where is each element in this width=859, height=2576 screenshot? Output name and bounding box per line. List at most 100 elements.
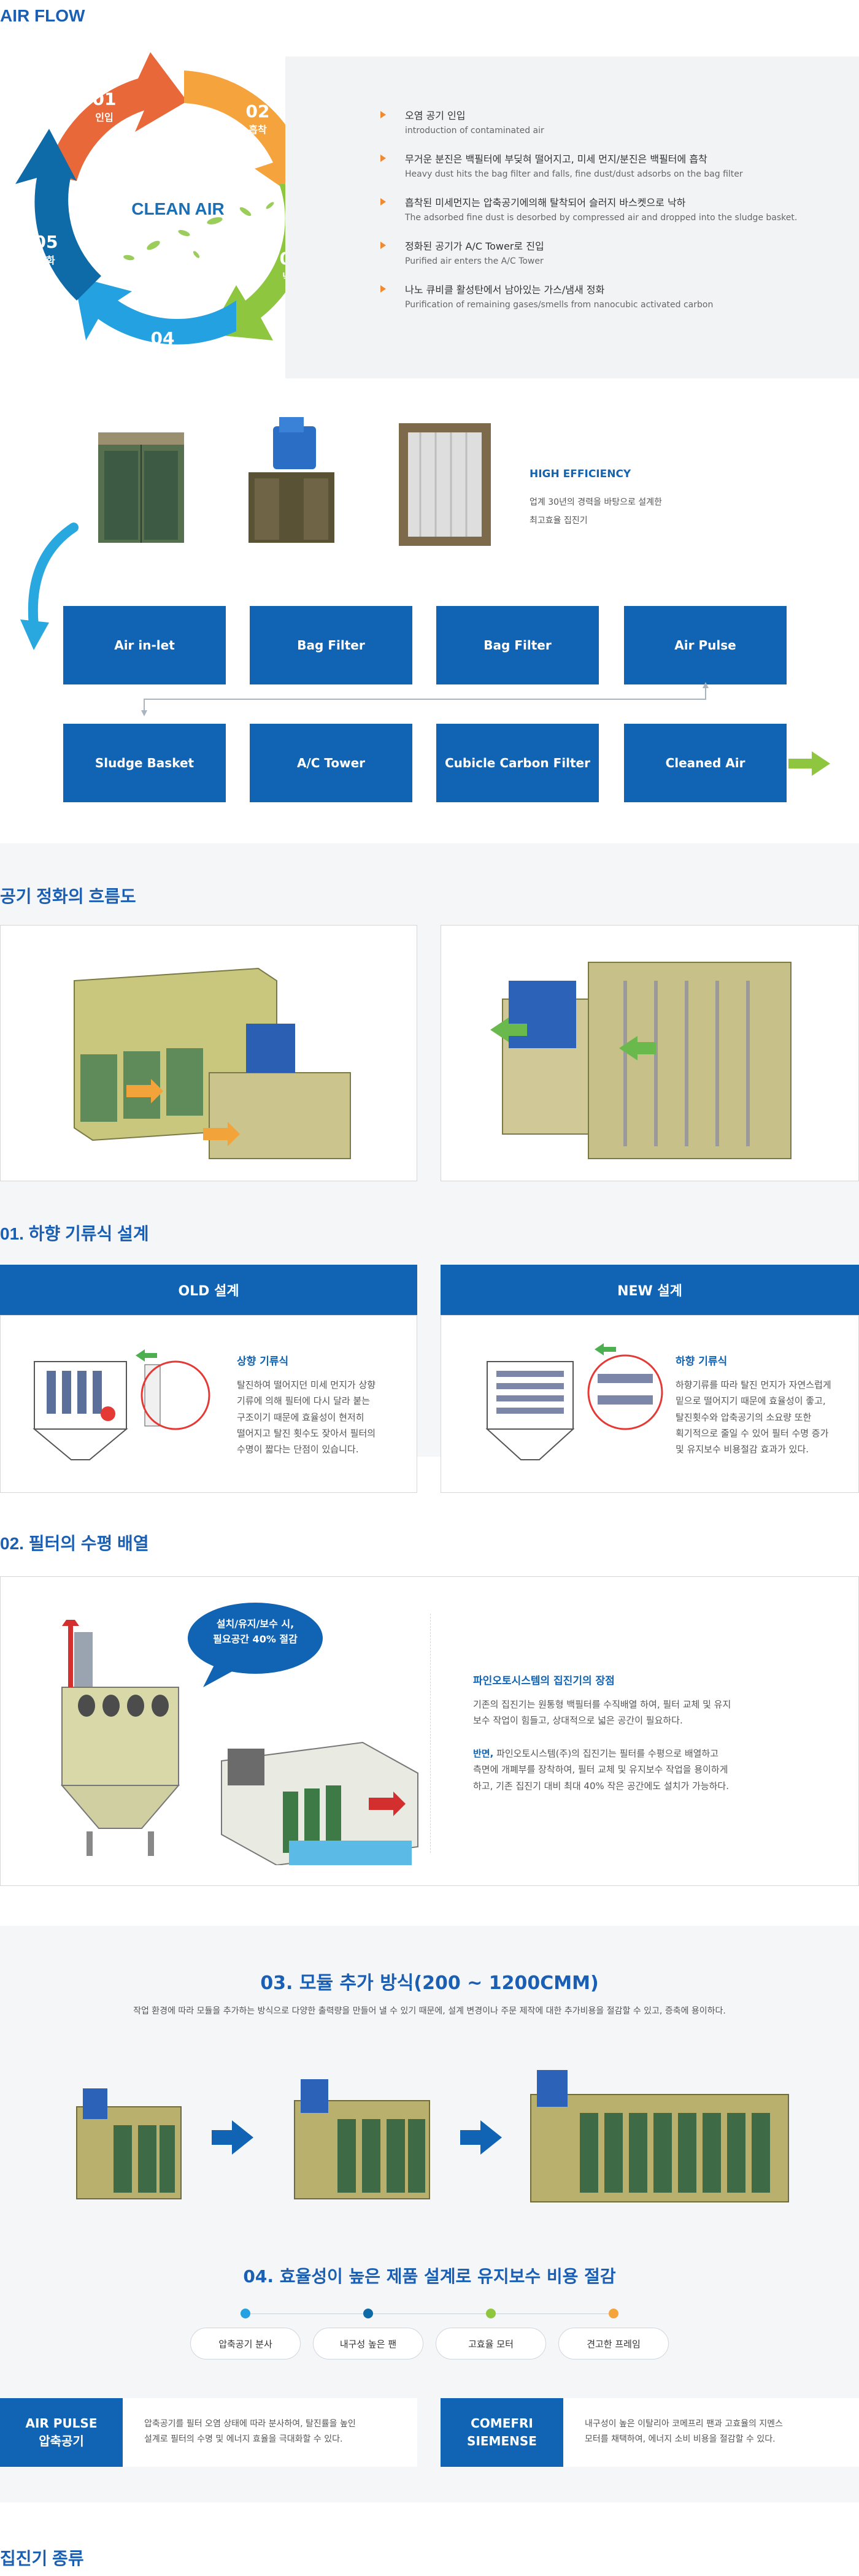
sec04-title: 04. 효율성이 높은 제품 설계로 유지보수 비용 절감 — [243, 2266, 616, 2287]
air-pulse-label-1: AIR PULSE — [25, 2416, 98, 2431]
efficiency-title: HIGH EFFICIENCY — [530, 468, 631, 480]
dust-collector-image-1 — [98, 432, 184, 543]
module-1-image — [76, 2088, 182, 2199]
sec02-para2: 반면, 파인오토시스템(주)의 집진기는 필터를 수평으로 배열하고 측면에 개… — [473, 1746, 841, 1794]
dust-collector-image-3 — [399, 423, 491, 546]
comefri-label-2: SIEMENSE — [467, 2434, 537, 2448]
horizontal-filter-collector — [221, 1741, 418, 1865]
step-ko: 흡착된 미세먼지는 압축공기에의해 탈착되어 슬러지 바스켓으로 낙하 — [405, 197, 686, 209]
comefri-desc-line: 내구성이 높은 이탈리아 코메프리 팬과 고효율의 지멘스 — [585, 2419, 783, 2429]
new-desc-line: 밑으로 떨어지기 때문에 효율성이 좋고, — [676, 1395, 826, 1407]
sec02-para2-lead: 반면, — [473, 1748, 494, 1759]
flow-box-cleaned-air: Cleaned Air — [624, 724, 787, 802]
sec03-title: 03. 모듈 추가 방식(200 ~ 1200CMM) — [260, 1972, 599, 1994]
segment-04-label: 진입 — [153, 351, 172, 362]
sec01-title: 01. 하향 기류식 설계 — [0, 1224, 149, 1243]
step-en: Purification of remaining gases/smells f… — [405, 300, 714, 310]
flow-box-air-pulse: Air Pulse — [624, 606, 787, 684]
sec02-para1: 기존의 집진기는 원통형 백필터를 수직배열 하여, 필터 교체 및 유지 보수… — [473, 1696, 841, 1729]
module-arrow-icon — [460, 2120, 502, 2155]
segment-02-number: 02 — [245, 101, 270, 121]
sec02-heading: 파인오토시스템의 집진기의 장점 — [473, 1675, 615, 1687]
sec02-para2-line: 하고, 기존 집진기 대비 최대 40% 작은 공간에도 설치가 가능하다. — [473, 1780, 729, 1792]
vertical-filter-collector — [60, 1620, 180, 1856]
sec02-para1-line: 기존의 집진기는 원통형 백필터를 수직배열 하여, 필터 교체 및 유지 — [473, 1699, 731, 1710]
comefri-desc: 내구성이 높은 이탈리아 코메프리 팬과 고효율의 지멘스 모터를 채택하여, … — [563, 2398, 859, 2467]
cycle-label-01: 01 인입 — [83, 89, 126, 124]
chip-dot-2 — [363, 2309, 373, 2318]
speech-bubble — [188, 1603, 323, 1687]
bubble-line-2: 필요공간 40% 절감 — [213, 1633, 298, 1645]
old-design-bar: OLD 설계 — [0, 1265, 417, 1315]
segment-01-label: 인입 — [95, 112, 114, 123]
comefri-label-1: COMEFRI — [471, 2416, 533, 2431]
air-pulse-desc: 압축공기를 필터 오염 상태에 따라 분사하여, 탈진률을 높인 설계로 필터의… — [123, 2398, 417, 2467]
efficiency-desc-1: 업계 30년의 경력을 바탕으로 설계한 — [530, 497, 662, 507]
old-design-card: 상향 기류식 탈진하여 떨어지던 미세 먼지가 상향 기류에 의해 필터에 다시… — [0, 1315, 417, 1493]
step-en: Heavy dust hits the bag filter and falls… — [405, 169, 743, 179]
segment-05-number: 05 — [34, 232, 58, 252]
comefri-desc-line: 모터를 채택하여, 에너지 소비 비용을 절감할 수 있다. — [585, 2434, 776, 2445]
old-desc-line: 탈진하여 떨어지던 미세 먼지가 상향 — [237, 1379, 376, 1390]
airflow-steps-panel — [285, 56, 859, 378]
sec02-title: 02. 필터의 수평 배열 — [0, 1534, 149, 1553]
dust-collector-image-2 — [248, 417, 334, 543]
module-arrow-icon — [212, 2120, 253, 2155]
efficiency-desc-2: 최고효율 집진기 — [530, 516, 588, 526]
old-desc-line: 수명이 짧다는 단점이 있습니다. — [237, 1444, 359, 1455]
sec02-para2-line: 측면에 개폐부를 장착하여, 필터 교체 및 유지보수 작업을 용이하게 — [473, 1764, 728, 1776]
airflow-steps-list: 오염 공기 인입 introduction of contaminated ai… — [380, 107, 847, 325]
flow-box-sludge-basket: Sludge Basket — [63, 724, 226, 802]
bubble-line-1: 설치/유지/보수 시, — [216, 1618, 295, 1630]
purification-image-card-2 — [441, 925, 859, 1181]
air-pulse-desc-line: 압축공기를 필터 오염 상태에 따라 분사하여, 탈진률을 높인 — [144, 2419, 356, 2429]
new-desc-line: 탈진횟수와 압축공기의 소요량 또한 — [676, 1411, 812, 1423]
segment-04-number: 04 — [150, 328, 175, 348]
flow-box-ac-tower: A/C Tower — [250, 724, 412, 802]
step-ko: 무거운 분진은 백필터에 부딪혀 떨어지고, 미세 먼지/분진은 백필터에 흡착 — [405, 153, 707, 165]
speech-bubble-text: 설치/유지/보수 시, 필요공간 40% 절감 — [191, 1617, 320, 1647]
downdraft-diagram — [485, 1343, 663, 1460]
cycle-label-02: 02 흡착 — [236, 101, 279, 136]
step-en: The adsorbed fine dust is desorbed by co… — [405, 213, 798, 223]
old-desc-line: 떨어지고 탈진 횟수도 잦아서 필터의 — [237, 1427, 376, 1439]
purification-image-card-1 — [0, 925, 417, 1181]
chip-line — [245, 2313, 614, 2314]
sec02-divider — [430, 1614, 431, 1853]
step-ko: 정화된 공기가 A/C Tower로 진입 — [405, 240, 544, 252]
orange-arrow-icon — [380, 198, 386, 205]
segment-01-number: 01 — [92, 89, 117, 109]
new-design-bar: NEW 설계 — [441, 1265, 859, 1315]
purification-flow-title: 공기 정화의 흐름도 — [0, 887, 136, 906]
segment-05 — [15, 129, 101, 301]
old-desc: 탈진하여 떨어지던 미세 먼지가 상향 기류에 의해 필터에 다시 달라 붙는 … — [237, 1377, 415, 1457]
new-desc-line: 획기적으로 줄일 수 있어 필터 수명 증가 — [676, 1427, 829, 1439]
sec03-desc: 작업 환경에 따라 모듈을 추가하는 방식으로 다양한 출력량을 만들어 낼 수… — [133, 2006, 726, 2016]
airflow-title: AIR FLOW — [0, 6, 85, 25]
purification-machine-illustration-1 — [74, 967, 351, 1159]
curved-arrow-icon — [20, 523, 79, 650]
flow-box-cubicle-carbon-filter: Cubicle Carbon Filter — [436, 724, 599, 802]
step-en: introduction of contaminated air — [405, 126, 544, 136]
new-desc-line: 하향기류를 따라 탈진 먼지가 자연스럽게 — [676, 1379, 831, 1390]
air-pulse-label: AIR PULSE 압축공기 — [0, 2398, 123, 2467]
chip-compressed-air: 압축공기 분사 — [190, 2328, 301, 2359]
chip-durable-fan: 내구성 높은 팬 — [313, 2328, 423, 2359]
orange-arrow-icon — [380, 242, 386, 249]
orange-arrow-icon — [380, 155, 386, 162]
chip-efficient-motor: 고효율 모터 — [436, 2328, 546, 2359]
step-item: 무거운 분진은 백필터에 부딪혀 떨어지고, 미세 먼지/분진은 백필터에 흡착… — [380, 151, 847, 194]
clean-air-label: CLEAN AIR — [131, 199, 225, 218]
segment-02-label: 흡착 — [248, 124, 267, 136]
chip-dot-1 — [241, 2309, 250, 2318]
cycle-label-05: 05 정화 — [25, 232, 67, 267]
step-item: 정화된 공기가 A/C Tower로 진입 Purified air enter… — [380, 238, 847, 282]
chip-dot-4 — [609, 2309, 618, 2318]
flow-box-bag-filter-1: Bag Filter — [250, 606, 412, 684]
segment-01 — [46, 52, 187, 181]
flow-connector — [141, 682, 709, 716]
step-item: 나노 큐비클 활성탄에서 남아있는 가스/냄새 정화 Purification … — [380, 282, 847, 325]
old-desc-line: 구조이기 때문에 효율성이 현저히 — [237, 1411, 364, 1423]
segment-04 — [74, 276, 236, 345]
green-arrow-icon — [788, 751, 830, 776]
